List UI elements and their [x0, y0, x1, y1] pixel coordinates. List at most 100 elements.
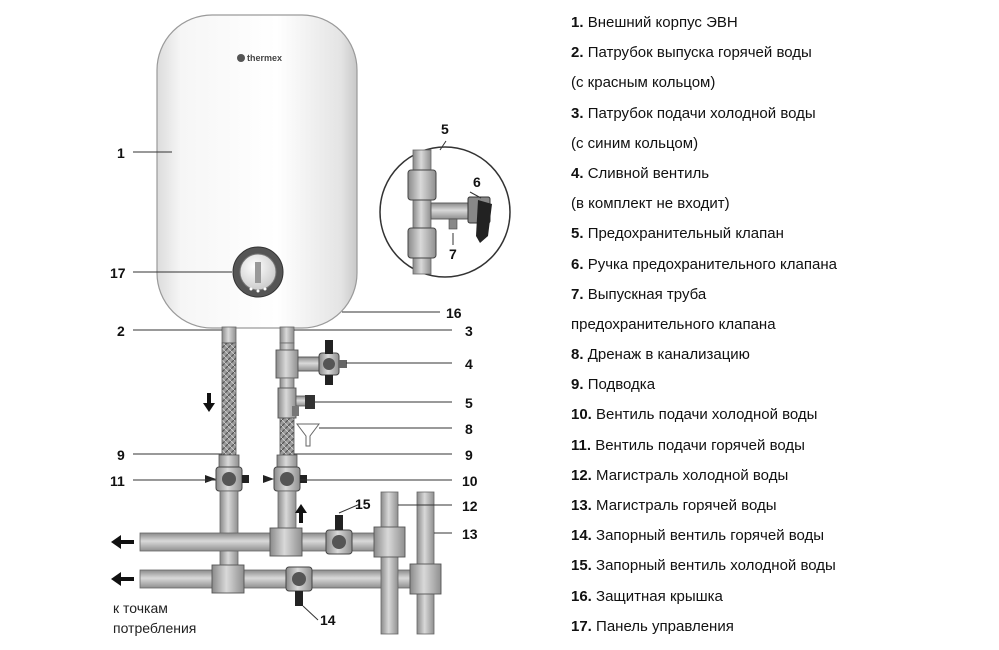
flow-arrow-down: [203, 393, 215, 412]
legend-num: 11.: [571, 436, 592, 454]
callout-1: 1: [117, 145, 125, 161]
hot-riser-pipe: [219, 490, 239, 570]
legend-list: 1. Внешний корпус ЭВН 2. Патрубок выпуск…: [571, 8, 991, 642]
cold-inlet-nipple: [279, 326, 295, 344]
legend-text: Вентиль подачи горячей воды: [595, 436, 805, 454]
leader-lines: [133, 140, 482, 621]
legend-item: 5. Предохранительный клапан: [571, 219, 991, 249]
legend-num: 6.: [571, 255, 584, 273]
legend-num: 3.: [571, 104, 584, 122]
consumers-note-line2: потребления: [113, 620, 196, 636]
legend-item: 6. Ручка предохранительного клапана: [571, 250, 991, 280]
callout-9-left: 9: [117, 447, 125, 463]
legend-num: 2.: [571, 44, 584, 62]
legend-item: 7. Выпускная труба: [571, 280, 991, 310]
legend-text: Патрубок выпуска горячей воды: [587, 44, 812, 62]
control-panel: [232, 246, 284, 298]
safety-valve-detail-inset: [379, 146, 511, 278]
cold-main-riser: [380, 491, 399, 635]
hot-main-tee: [409, 563, 442, 595]
legend-item: 12. Магистраль холодной воды: [571, 461, 991, 491]
legend-text: Вентиль подачи холодной воды: [596, 406, 818, 424]
drain-funnel: [296, 423, 320, 447]
callout-8: 8: [465, 421, 473, 437]
legend-text: Патрубок подачи холодной воды: [587, 104, 816, 122]
callout-5: 5: [465, 395, 473, 411]
consumers-note-line1: к точкам: [113, 600, 168, 616]
callout-6: 6: [473, 174, 481, 190]
hot-supply-valve: [205, 466, 249, 492]
legend-num: 10.: [571, 406, 592, 424]
legend-item: 4. Сливной вентиль: [571, 159, 991, 189]
legend-text: (с синим кольцом): [571, 134, 699, 152]
cold-supply-valve: [263, 466, 307, 492]
legend-num: 15.: [571, 557, 592, 575]
hot-flex-hose: [221, 342, 237, 456]
legend-text: Магистраль горячей воды: [596, 497, 777, 514]
legend-text: Ручка предохранительного клапана: [587, 255, 837, 273]
legend-item: (в комплект не входит): [571, 189, 991, 219]
legend-num: 13.: [571, 497, 592, 514]
legend-text: Предохранительный клапан: [587, 225, 784, 243]
legend-num: 17.: [571, 617, 592, 635]
tank-body: thermex: [156, 14, 358, 329]
safety-valve: [277, 387, 315, 419]
legend-item: 13. Магистраль горячей воды: [571, 491, 991, 521]
legend-num: 7.: [571, 285, 584, 303]
hot-main-riser: [416, 491, 435, 635]
callout-5-inset: 5: [441, 121, 449, 137]
legend-text: (с красным кольцом): [571, 74, 716, 92]
legend-item: предохранительного клапана: [571, 310, 991, 340]
brand-logo: thermex: [247, 53, 282, 63]
callout-13: 13: [462, 526, 478, 542]
callout-10: 10: [462, 473, 478, 489]
legend-num: 5.: [571, 225, 584, 243]
cold-shutoff-valve: [325, 515, 353, 555]
cold-main-tee: [373, 526, 406, 558]
legend-item: 14. Запорный вентиль горячей воды: [571, 521, 991, 551]
callout-15: 15: [355, 496, 371, 512]
legend-num: 14.: [571, 527, 592, 545]
legend-num: 4.: [571, 164, 584, 182]
legend-text: Внешний корпус ЭВН: [587, 14, 738, 31]
legend-item: (с красным кольцом): [571, 68, 991, 98]
callout-17: 17: [110, 265, 126, 281]
callout-14: 14: [320, 612, 336, 628]
legend-item: 1. Внешний корпус ЭВН: [571, 8, 991, 38]
legend-text: Запорный вентиль холодной воды: [596, 557, 836, 575]
callout-9-right: 9: [465, 447, 473, 463]
legend-text: Защитная крышка: [596, 587, 723, 605]
cold-hose-fitting: [276, 454, 298, 468]
flow-arrow-up: [295, 504, 307, 523]
cold-flex-hose: [279, 417, 295, 457]
callout-4: 4: [465, 356, 473, 372]
legend-num: 9.: [571, 376, 584, 394]
legend-text: Выпускная труба: [587, 285, 707, 303]
legend-item: 3. Патрубок подачи холодной воды: [571, 99, 991, 129]
flow-arrow-left-upper: [111, 535, 134, 549]
legend-text: Запорный вентиль горячей воды: [596, 527, 825, 545]
legend-text: предохранительного клапана: [571, 315, 776, 333]
callout-3: 3: [465, 323, 473, 339]
legend-item: 17. Панель управления: [571, 612, 991, 642]
legend-text: Дренаж в канализацию: [587, 346, 750, 364]
legend-text: Панель управления: [596, 617, 734, 635]
callout-16: 16: [446, 305, 462, 321]
legend-num: 8.: [571, 346, 584, 364]
callout-12: 12: [462, 498, 478, 514]
legend-num: 1.: [571, 14, 584, 31]
callout-11: 11: [110, 473, 125, 489]
legend-item: (с синим кольцом): [571, 129, 991, 159]
hot-branch-tee: [211, 564, 245, 594]
hot-outlet-nipple: [221, 326, 237, 344]
hot-hose-fitting: [218, 454, 240, 468]
legend-item: 2. Патрубок выпуска горячей воды: [571, 38, 991, 68]
legend-text: Сливной вентиль: [587, 164, 710, 182]
legend-item: 8. Дренаж в канализацию: [571, 340, 991, 370]
legend-text: Магистраль холодной воды: [596, 466, 789, 484]
cold-branch-tee: [269, 527, 303, 557]
legend-item: 16. Защитная крышка: [571, 582, 991, 612]
callout-2: 2: [117, 323, 125, 339]
legend-item: 10. Вентиль подачи холодной воды: [571, 400, 991, 430]
